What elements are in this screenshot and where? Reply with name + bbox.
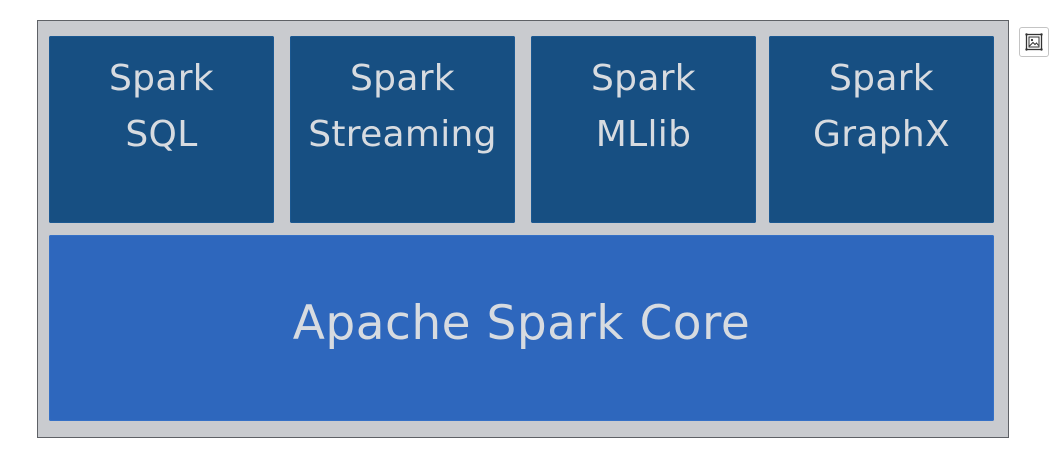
module-label: Spark SQL [109,51,214,163]
module-label: Spark GraphX [813,51,950,163]
core-label: Apache Spark Core [292,295,751,351]
module-label: Spark MLlib [591,51,696,163]
module-label-line1: Spark [109,58,214,99]
module-label-line1: Spark [350,58,455,99]
image-expand-button[interactable] [1019,27,1049,57]
module-label: Spark Streaming [308,51,497,163]
module-spark-sql: Spark SQL [49,36,274,223]
module-spark-graphx: Spark GraphX [769,36,994,223]
module-label-line2: SQL [125,114,198,155]
module-label-line2: Streaming [308,114,497,155]
module-label-line2: MLlib [595,114,692,155]
module-label-line2: GraphX [813,114,950,155]
core-block: Apache Spark Core [49,235,994,421]
module-label-line1: Spark [591,58,696,99]
module-spark-mllib: Spark MLlib [531,36,756,223]
image-expand-icon [1025,33,1043,51]
module-label-line1: Spark [829,58,934,99]
module-spark-streaming: Spark Streaming [290,36,515,223]
spark-stack-diagram: Spark SQL Spark Streaming Spark MLlib Sp… [37,20,1009,438]
